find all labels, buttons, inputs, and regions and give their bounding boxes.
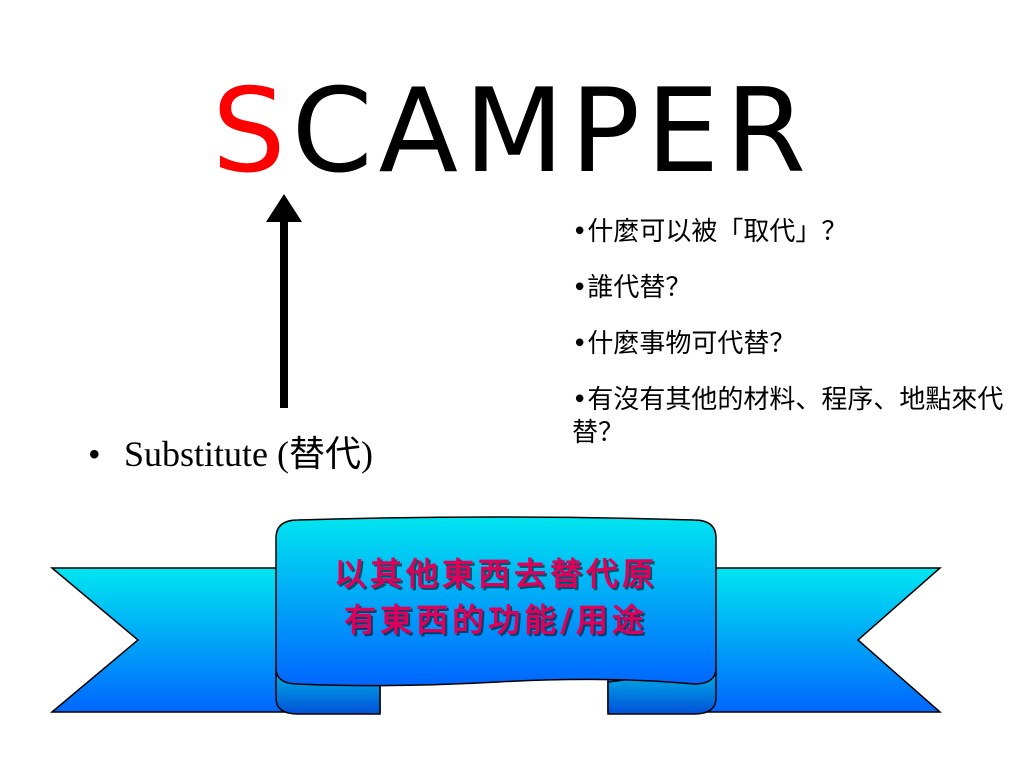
question-item: •誰代替？	[572, 273, 692, 303]
question-list: •什麼可以被「取代」？ •誰代替？ •什麼事物可代替？ •有沒有其他的材料、程序…	[572, 216, 1012, 473]
title-first-letter: S	[212, 64, 292, 199]
bullet-marker: •	[88, 434, 101, 474]
up-arrow-icon	[266, 194, 302, 408]
question-item: •什麼可以被「取代」？	[572, 217, 848, 247]
banner-text: 以其他東西去替代原 有東西的功能/用途	[276, 551, 716, 643]
ribbon-banner	[49, 516, 942, 715]
slide-title: SCAMPER	[0, 62, 1024, 202]
banner-line-2: 有東西的功能/用途	[344, 601, 648, 639]
banner-line-1: 以其他東西去替代原	[333, 555, 658, 593]
question-item: •有沒有其他的材料、程序、地點來代替？	[572, 385, 1004, 448]
title-rest: CAMPER	[291, 64, 812, 199]
main-bullet: • Substitute (替代)	[88, 424, 373, 484]
main-bullet-text: Substitute (替代)	[124, 434, 373, 474]
question-item: •什麼事物可代替？	[572, 329, 796, 359]
